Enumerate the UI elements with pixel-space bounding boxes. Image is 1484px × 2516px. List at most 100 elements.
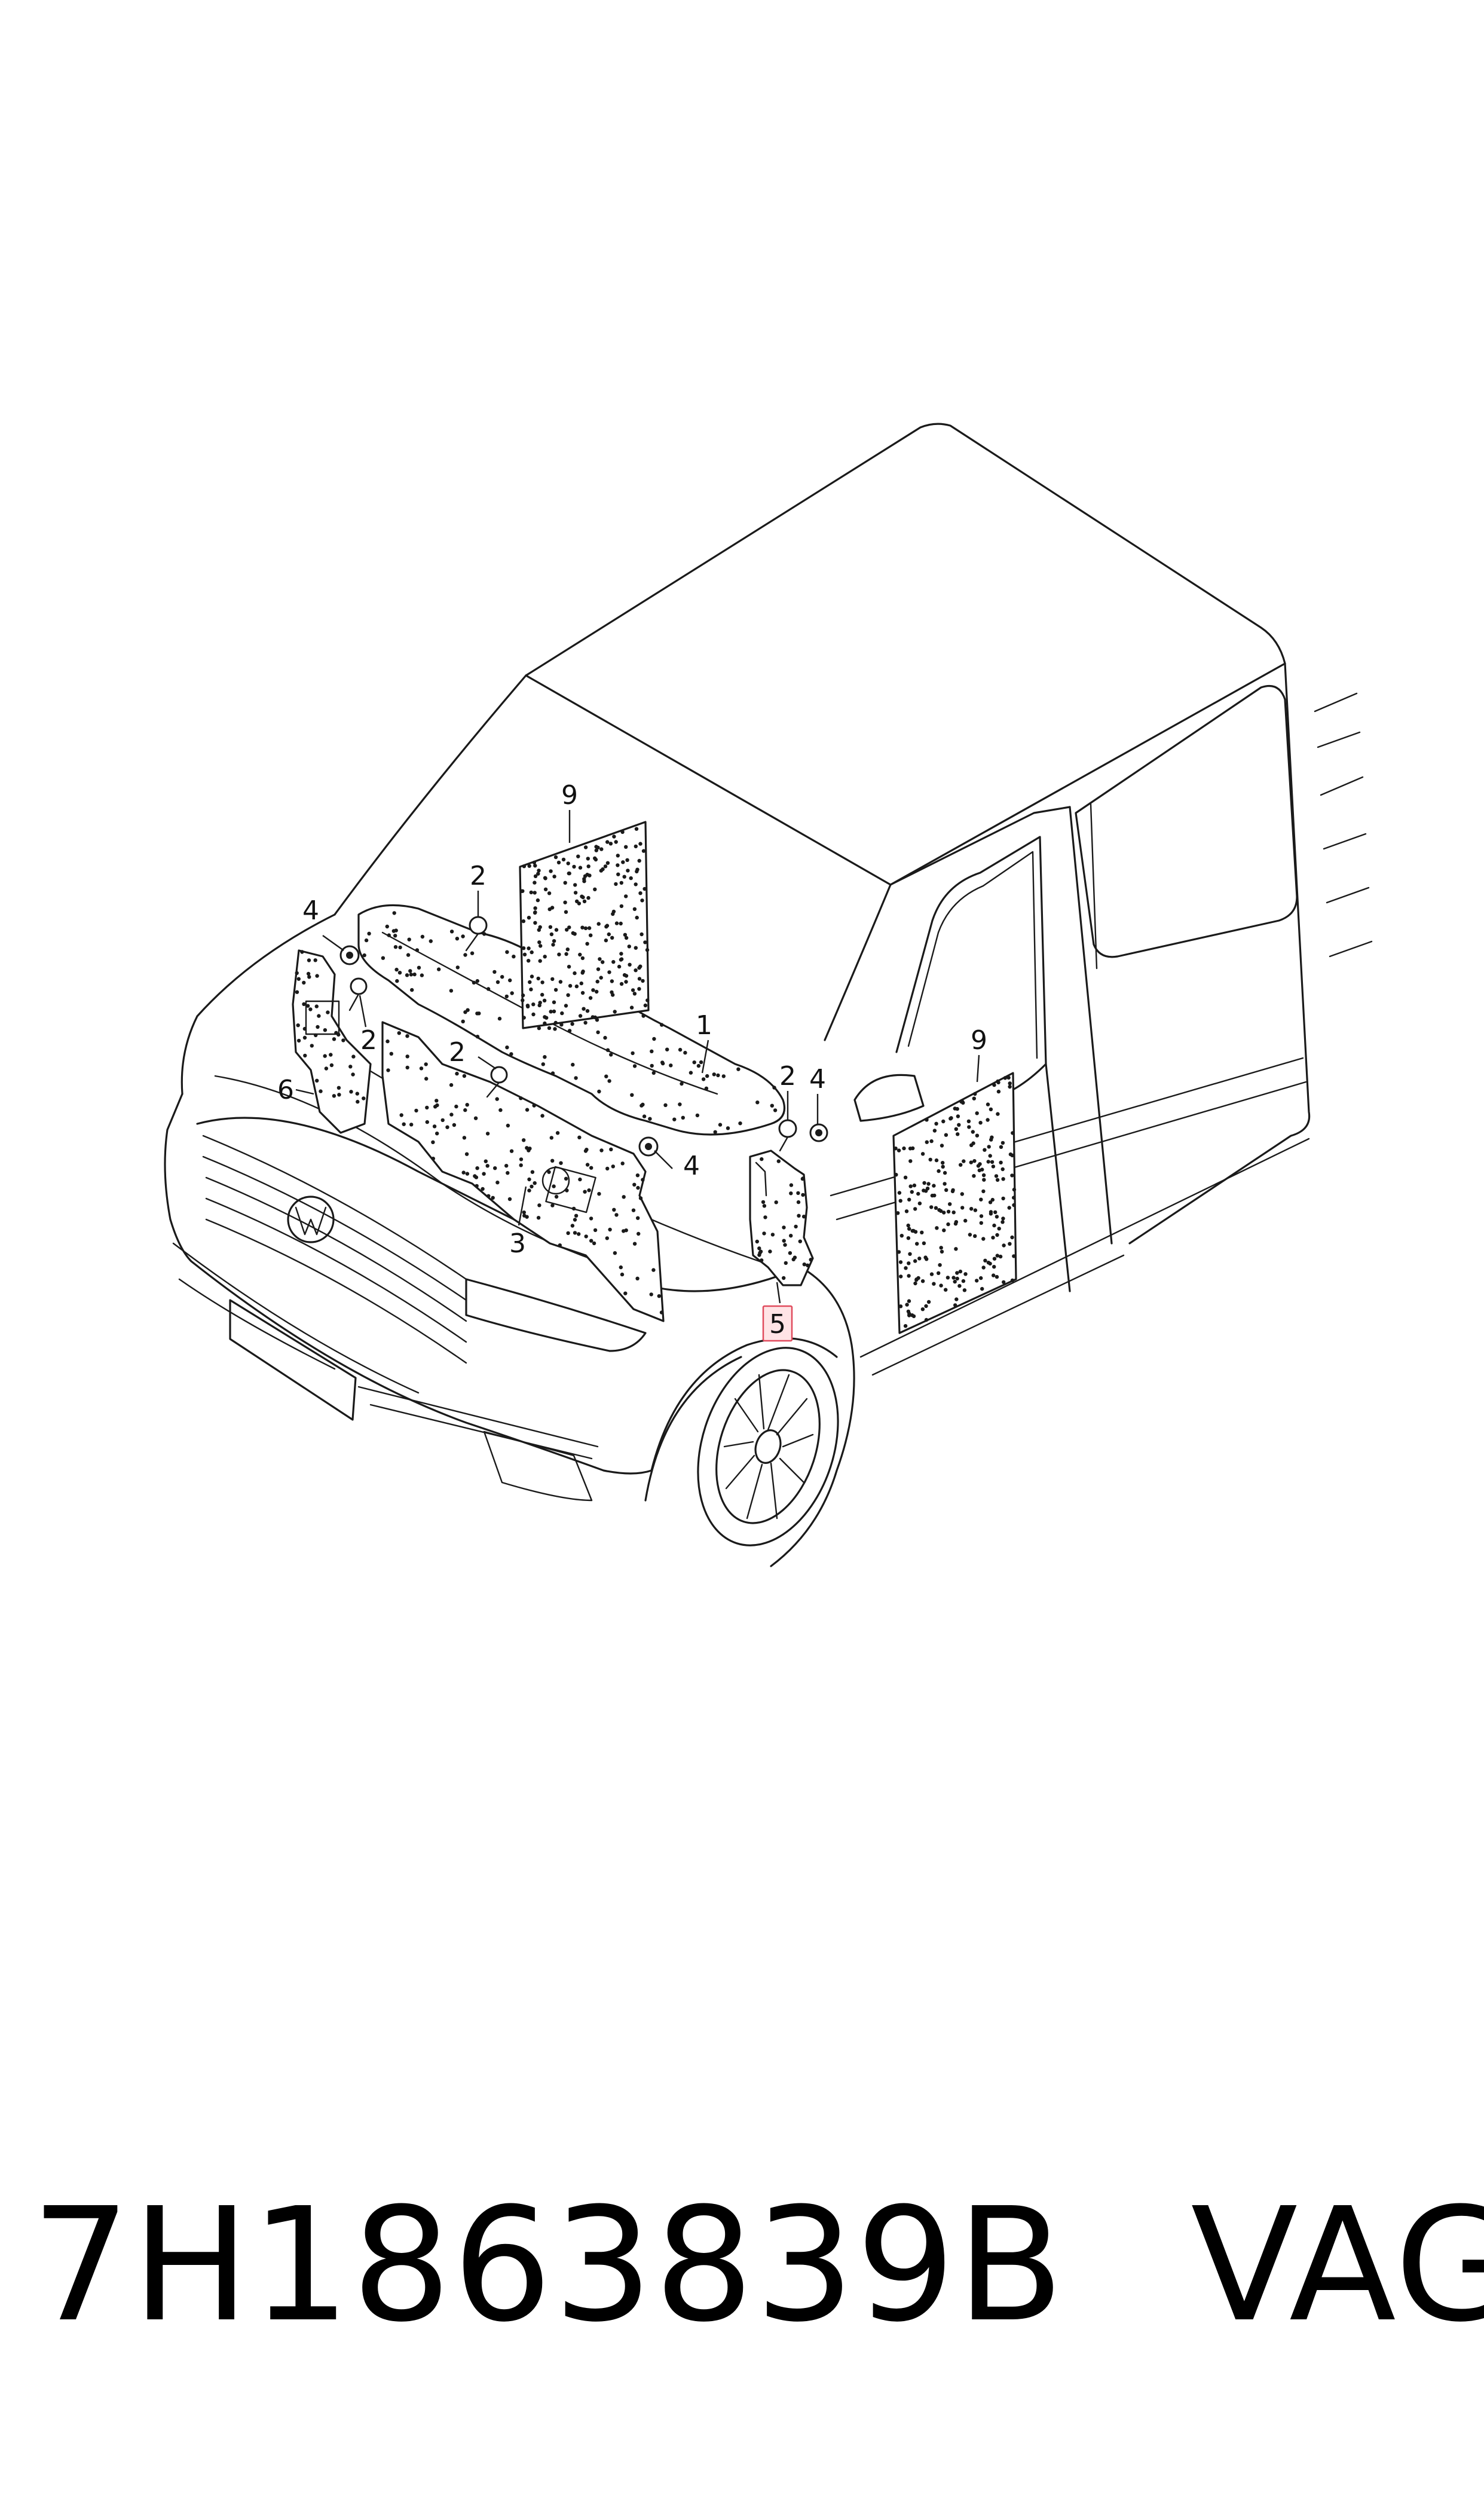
stipple-dot [385, 924, 389, 929]
stipple-dot [619, 952, 623, 956]
stipple-dot [419, 1066, 424, 1071]
stipple-dot [563, 900, 567, 904]
callout-2-top: 2 [470, 861, 486, 891]
stipple-dot [896, 1148, 901, 1152]
stipple-dot [498, 1108, 503, 1112]
stipple-dot [530, 1184, 534, 1189]
stipple-dot [599, 847, 604, 851]
stipple-dot [929, 1272, 934, 1276]
stipple-dot [991, 1236, 995, 1240]
stipple-dot [527, 1188, 531, 1193]
stipple-dot [587, 1188, 591, 1193]
stipple-dot [607, 970, 611, 974]
stipple-dot [939, 1246, 943, 1250]
stipple-dot [614, 921, 619, 925]
stipple-dot [783, 1243, 787, 1247]
stipple-dot [528, 1147, 532, 1151]
stipple-dot [620, 1161, 625, 1166]
stipple-dot [550, 906, 555, 910]
stipple-dot [914, 1277, 919, 1282]
stipple-dot [987, 1145, 991, 1149]
part-number: 7H1863839B [31, 2174, 1066, 2356]
stipple-dot [797, 1213, 801, 1218]
stipple-dot [610, 990, 614, 995]
stipple-dot [555, 1131, 560, 1135]
stipple-dot [991, 1164, 996, 1169]
stipple-dot [601, 960, 605, 964]
stipple-dot [505, 1045, 509, 1050]
stipple-dot [537, 1203, 541, 1207]
stipple-dot [356, 1099, 360, 1104]
stipple-dot [1010, 1173, 1014, 1178]
stipple-dot [412, 972, 417, 977]
stipple-dot [954, 1220, 959, 1224]
stipple-dot [397, 971, 402, 975]
stipple-dot [689, 1071, 693, 1075]
stipple-dot [954, 1127, 959, 1132]
stipple-dot [598, 957, 602, 961]
stipple-dot [917, 1202, 922, 1206]
stipple-dot [407, 937, 411, 941]
stipple-dot [395, 979, 399, 983]
stipple-dot [660, 1023, 664, 1027]
stipple-dot [431, 1140, 435, 1145]
stipple-dot [948, 1202, 952, 1206]
stipple-dot [583, 1190, 587, 1194]
stipple-dot [898, 1304, 903, 1309]
stipple-dot [582, 877, 586, 881]
stipple-dot [533, 864, 537, 868]
stipple-dot [583, 845, 588, 849]
stipple-dot [652, 1037, 656, 1041]
stipple-dot [943, 1170, 947, 1175]
stipple-dot [521, 998, 525, 1002]
stipple-dot [583, 1149, 588, 1153]
stipple-dot [906, 1309, 911, 1314]
stipple-dot [976, 1164, 981, 1168]
stipple-dot [603, 864, 608, 869]
stipple-dot [634, 946, 638, 950]
stipple-dot [307, 975, 311, 979]
stipple-dot [351, 1072, 355, 1077]
stipple-dot [650, 1049, 654, 1054]
stipple-dot [522, 864, 527, 869]
stipple-dot [576, 854, 580, 858]
stipple-dot [954, 1297, 959, 1301]
stipple-dot [980, 1286, 984, 1291]
stipple-dot [604, 1074, 608, 1078]
stipple-dot [906, 1236, 911, 1240]
stipple-dot [789, 1183, 794, 1187]
stipple-dot [530, 1170, 535, 1174]
stipple-dot [634, 844, 638, 849]
stipple-dot [972, 1096, 977, 1100]
stipple-dot [1007, 1206, 1011, 1210]
stipple-dot [596, 967, 601, 971]
stipple-dot [533, 1181, 537, 1185]
stipple-dot [903, 1324, 908, 1328]
stipple-dot [393, 934, 397, 938]
stipple-dot [755, 1239, 760, 1244]
stipple-dot [392, 911, 396, 915]
stipple-dot [554, 1194, 559, 1199]
stipple-dot [550, 1071, 555, 1075]
stipple-dot [610, 979, 614, 983]
stipple-dot [594, 845, 598, 849]
stipple-dot [582, 1007, 586, 1011]
stipple-dot [638, 891, 642, 895]
callout-6: 6 [277, 1075, 294, 1105]
stipple-dot [584, 1234, 588, 1239]
stipple-dot [903, 1175, 908, 1180]
stipple-dot [934, 1158, 939, 1163]
stipple-dot [975, 1111, 979, 1115]
stipple-dot [495, 1181, 500, 1185]
stipple-dot [993, 1210, 998, 1215]
stipple-dot [924, 1317, 929, 1322]
stipple-dot [611, 960, 616, 964]
stipple-dot [521, 889, 525, 893]
stipple-dot [637, 965, 641, 970]
stipple-dot [475, 979, 479, 983]
stipple-dot [796, 1191, 800, 1196]
stipple-dot [432, 1124, 437, 1129]
stipple-dot [583, 926, 588, 931]
stipple-dot [951, 1276, 956, 1280]
part-9-panel-side [892, 1072, 1017, 1334]
